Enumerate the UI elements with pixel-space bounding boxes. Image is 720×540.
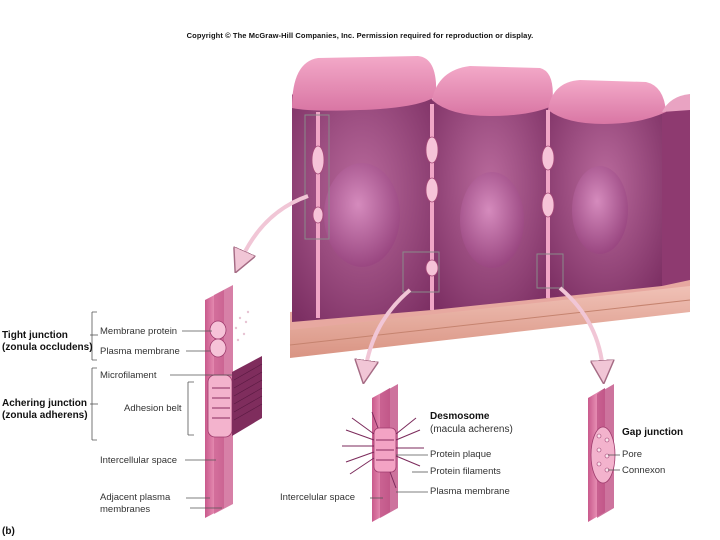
nucleus-1	[324, 163, 400, 267]
tight-junction-title: Tight junction	[2, 330, 68, 342]
membrane-protein-label: Membrane protein	[100, 326, 177, 337]
plasma-membrane-label: Plasma membrane	[100, 346, 180, 357]
pore-label: Pore	[622, 449, 642, 460]
adhering-junction-subtitle: (zonula adherens)	[2, 410, 88, 422]
adhesion-belt-label: Adhesion belt	[124, 403, 182, 414]
nucleus-3	[572, 166, 628, 254]
desmosome-title: Desmosome	[430, 411, 489, 423]
gap-junction-detail	[588, 384, 615, 522]
cell-apical-surface-2	[432, 66, 553, 116]
tight-junction-subtitle: (zonula occludens)	[2, 342, 93, 354]
desmosome-subtitle: (macula acherens)	[430, 424, 513, 435]
cell-apical-surface-1	[292, 56, 436, 111]
nucleus-2	[460, 172, 524, 268]
tight-adhering-junction-detail	[205, 285, 262, 518]
adjacent-membranes-label: Adjacent plasma	[100, 492, 170, 503]
connexon-label: Connexon	[622, 465, 665, 476]
gap-junction-title: Gap junction	[622, 427, 683, 439]
intercellular-space-label: Intercellular space	[100, 455, 177, 466]
cell-apical-surface-3	[548, 80, 666, 124]
protein-plaque-label: Protein plaque	[430, 449, 491, 460]
adjacent-membranes-label-2: membranes	[100, 504, 150, 515]
microfilament-label: Microfilament	[100, 370, 157, 381]
desmosome-plasma-membrane-label: Plasma membrane	[430, 486, 510, 497]
adhering-junction-title: Achering junction	[2, 398, 87, 410]
panel-label: (b)	[2, 526, 15, 537]
protein-filaments-label: Protein filaments	[430, 466, 501, 477]
desmosome-intercellular-space-label: Intercelular space	[280, 492, 355, 503]
